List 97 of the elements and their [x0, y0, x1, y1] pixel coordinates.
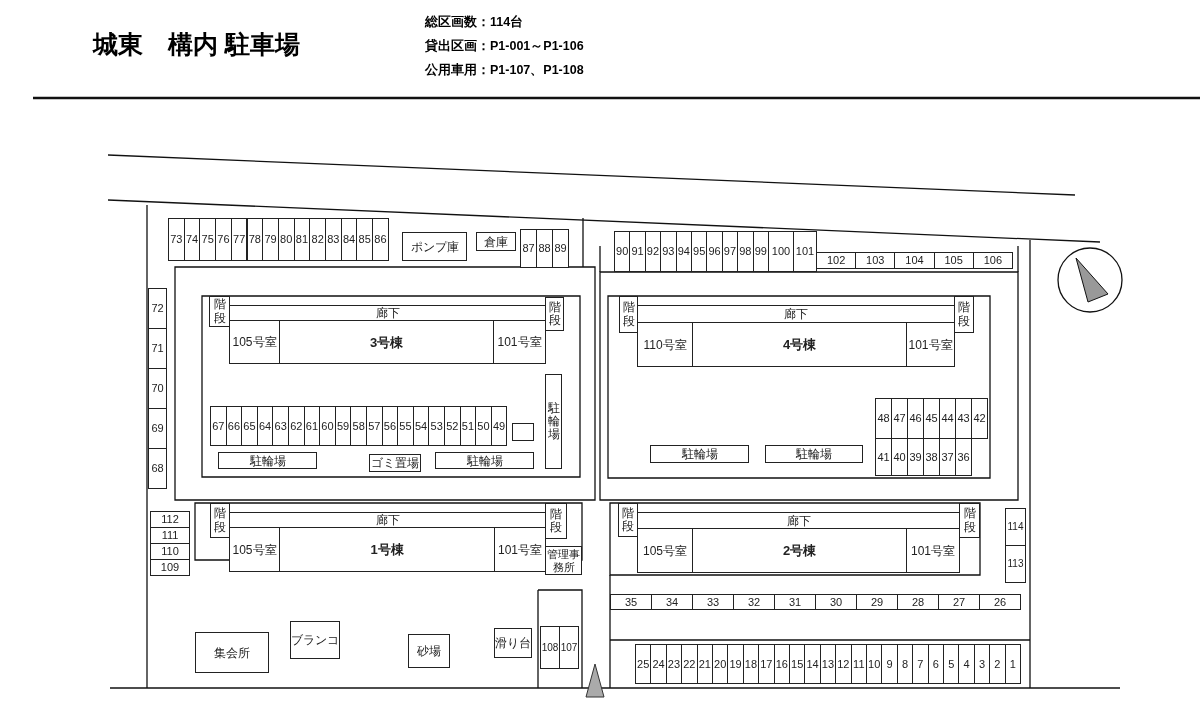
parking-space: 67: [210, 406, 227, 446]
parking-space: 20: [712, 644, 729, 684]
parking-space: 86: [372, 218, 389, 261]
summary-note: 貸出区画：P1-001～P1-106: [425, 38, 584, 55]
parking-space: 31: [774, 594, 816, 610]
parking-space: 95: [691, 231, 708, 272]
parking-space: 71: [148, 328, 167, 369]
parking-space: 63: [272, 406, 289, 446]
parking-space: 83: [325, 218, 342, 261]
title: 城東 構内 駐車場: [93, 29, 300, 60]
parking-space: 106: [972, 252, 1013, 269]
parking-space: 102: [816, 252, 857, 269]
parking-space: 22: [681, 644, 698, 684]
parking-space: 68: [148, 448, 167, 489]
parking-space: 107: [559, 626, 579, 669]
parking-space: 98: [737, 231, 754, 272]
parking-space: 29: [856, 594, 898, 610]
parking-space: 25: [635, 644, 652, 684]
corridor: 廊下: [229, 305, 546, 321]
parking-space: 109: [150, 559, 190, 576]
parking-space: 93: [660, 231, 677, 272]
parking-space: 58: [350, 406, 367, 446]
parking-space: 55: [397, 406, 414, 446]
parking-space: 113: [1005, 545, 1026, 583]
parking-space: 4: [958, 644, 975, 684]
stairs: 階段: [954, 296, 974, 333]
bicycle-parking: 駐輪場: [765, 445, 863, 463]
parking-space: 19: [727, 644, 744, 684]
stairs: 階段: [210, 503, 230, 538]
stairs: 階段: [619, 296, 638, 333]
parking-space: 90: [614, 231, 631, 272]
storehouse: 倉庫: [476, 232, 516, 251]
parking-space: 76: [215, 218, 232, 261]
stairs: 階段: [959, 503, 980, 538]
parking-space: 82: [309, 218, 326, 261]
management-office: 管理事務所: [545, 546, 582, 575]
parking-space: 32: [733, 594, 775, 610]
parking-space: 60: [319, 406, 336, 446]
sandbox: 砂場: [408, 634, 450, 668]
parking-space: 105: [933, 252, 974, 269]
parking-space: 100: [768, 231, 794, 272]
parking-space: 24: [650, 644, 667, 684]
bicycle-parking: 駐輪場: [545, 374, 562, 469]
slide: 滑り台: [494, 628, 532, 658]
parking-space: 89: [552, 229, 569, 268]
parking-space: 36: [955, 438, 972, 476]
garbage-area: ゴミ置場: [369, 454, 421, 472]
parking-space: 103: [855, 252, 896, 269]
parking-space: 17: [758, 644, 775, 684]
pump-house: ポンプ庫: [402, 232, 467, 261]
parking-space: 104: [894, 252, 935, 269]
bicycle-parking: 駐輪場: [218, 452, 317, 469]
parking-space: 73: [168, 218, 185, 261]
parking-space: 70: [148, 368, 167, 409]
parking-space: 14: [804, 644, 821, 684]
stairs: 階段: [545, 297, 564, 331]
parking-space: 53: [428, 406, 445, 446]
stairs: 階段: [545, 503, 567, 539]
parking-space: 114: [1005, 508, 1026, 546]
parking-space: 7: [912, 644, 929, 684]
parking-space: 15: [789, 644, 806, 684]
corridor: 廊下: [637, 305, 955, 323]
parking-space: 28: [897, 594, 939, 610]
bicycle-parking: 駐輪場: [435, 452, 534, 469]
parking-space: 72: [148, 288, 167, 329]
parking-space: 96: [706, 231, 723, 272]
swing: ブランコ: [290, 621, 340, 659]
summary-note: 公用車用：P1-107、P1-108: [425, 62, 584, 79]
parking-space: 35: [610, 594, 652, 610]
parking-space: 52: [444, 406, 461, 446]
parking-space: 10: [866, 644, 883, 684]
meeting-hall: 集会所: [195, 632, 269, 673]
parking-space: 34: [651, 594, 693, 610]
parking-space: 33: [692, 594, 734, 610]
parking-space: 50: [475, 406, 492, 446]
parking-space: 57: [366, 406, 383, 446]
parking-space: 62: [288, 406, 305, 446]
parking-space: 27: [938, 594, 980, 610]
small-structure: [512, 423, 534, 441]
parking-space: 101: [793, 231, 817, 272]
corridor: 廊下: [229, 512, 546, 528]
parking-space: 91: [629, 231, 646, 272]
parking-space: 42: [971, 398, 988, 439]
stairs: 階段: [209, 296, 230, 327]
summary-note: 総区画数：114台: [425, 14, 524, 31]
parking-space: 12: [835, 644, 852, 684]
parking-space: 26: [979, 594, 1021, 610]
parking-space: 30: [815, 594, 857, 610]
parking-space: 79: [262, 218, 279, 261]
parking-space: 65: [241, 406, 258, 446]
parking-space: 108: [540, 626, 560, 669]
parking-space: 5: [943, 644, 960, 684]
parking-space: 69: [148, 408, 167, 449]
parking-space: 2: [989, 644, 1006, 684]
parking-space: 9: [881, 644, 898, 684]
bicycle-parking: 駐輪場: [650, 445, 749, 463]
stairs: 階段: [618, 503, 638, 537]
